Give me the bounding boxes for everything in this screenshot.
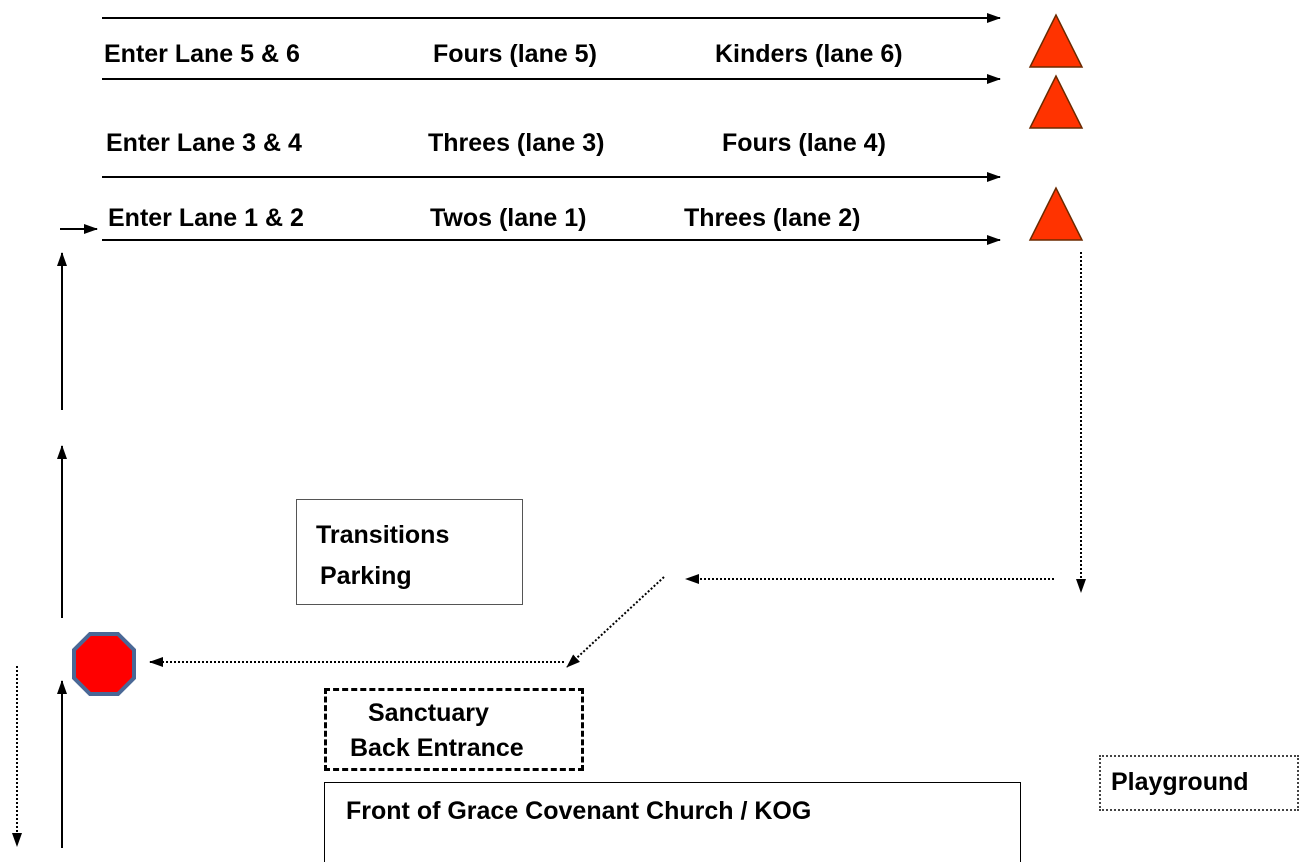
lane-4-label: Fours (lane 4) — [722, 129, 886, 157]
lane-5-label: Fours (lane 5) — [433, 40, 597, 68]
lane-1-label: Twos (lane 1) — [430, 204, 587, 232]
lane-2-label: Threes (lane 2) — [684, 204, 861, 232]
lane-6-label: Kinders (lane 6) — [715, 40, 903, 68]
transitions-label: Transitions — [316, 521, 450, 549]
transitions-parking-box — [296, 499, 523, 605]
stop-sign-icon — [72, 632, 136, 696]
enter-lane-1-2-label: Enter Lane 1 & 2 — [108, 204, 304, 232]
church-front-label: Front of Grace Covenant Church / KOG — [346, 797, 812, 825]
playground-label: Playground — [1111, 768, 1249, 796]
sanctuary-label: Sanctuary — [368, 699, 489, 727]
enter-lane-3-4-label: Enter Lane 3 & 4 — [106, 129, 302, 157]
dotted-diagonal-arrow — [566, 576, 665, 668]
traffic-cone-icon — [1028, 13, 1084, 68]
enter-lane-5-6-label: Enter Lane 5 & 6 — [104, 40, 300, 68]
traffic-cone-icon — [1028, 186, 1084, 241]
sanctuary-back-entrance-box — [324, 688, 584, 771]
back-entrance-label: Back Entrance — [350, 734, 524, 762]
parking-label: Parking — [320, 562, 412, 590]
lane-3-label: Threes (lane 3) — [428, 129, 605, 157]
traffic-cone-icon — [1028, 74, 1084, 129]
playground-box — [1099, 755, 1299, 811]
